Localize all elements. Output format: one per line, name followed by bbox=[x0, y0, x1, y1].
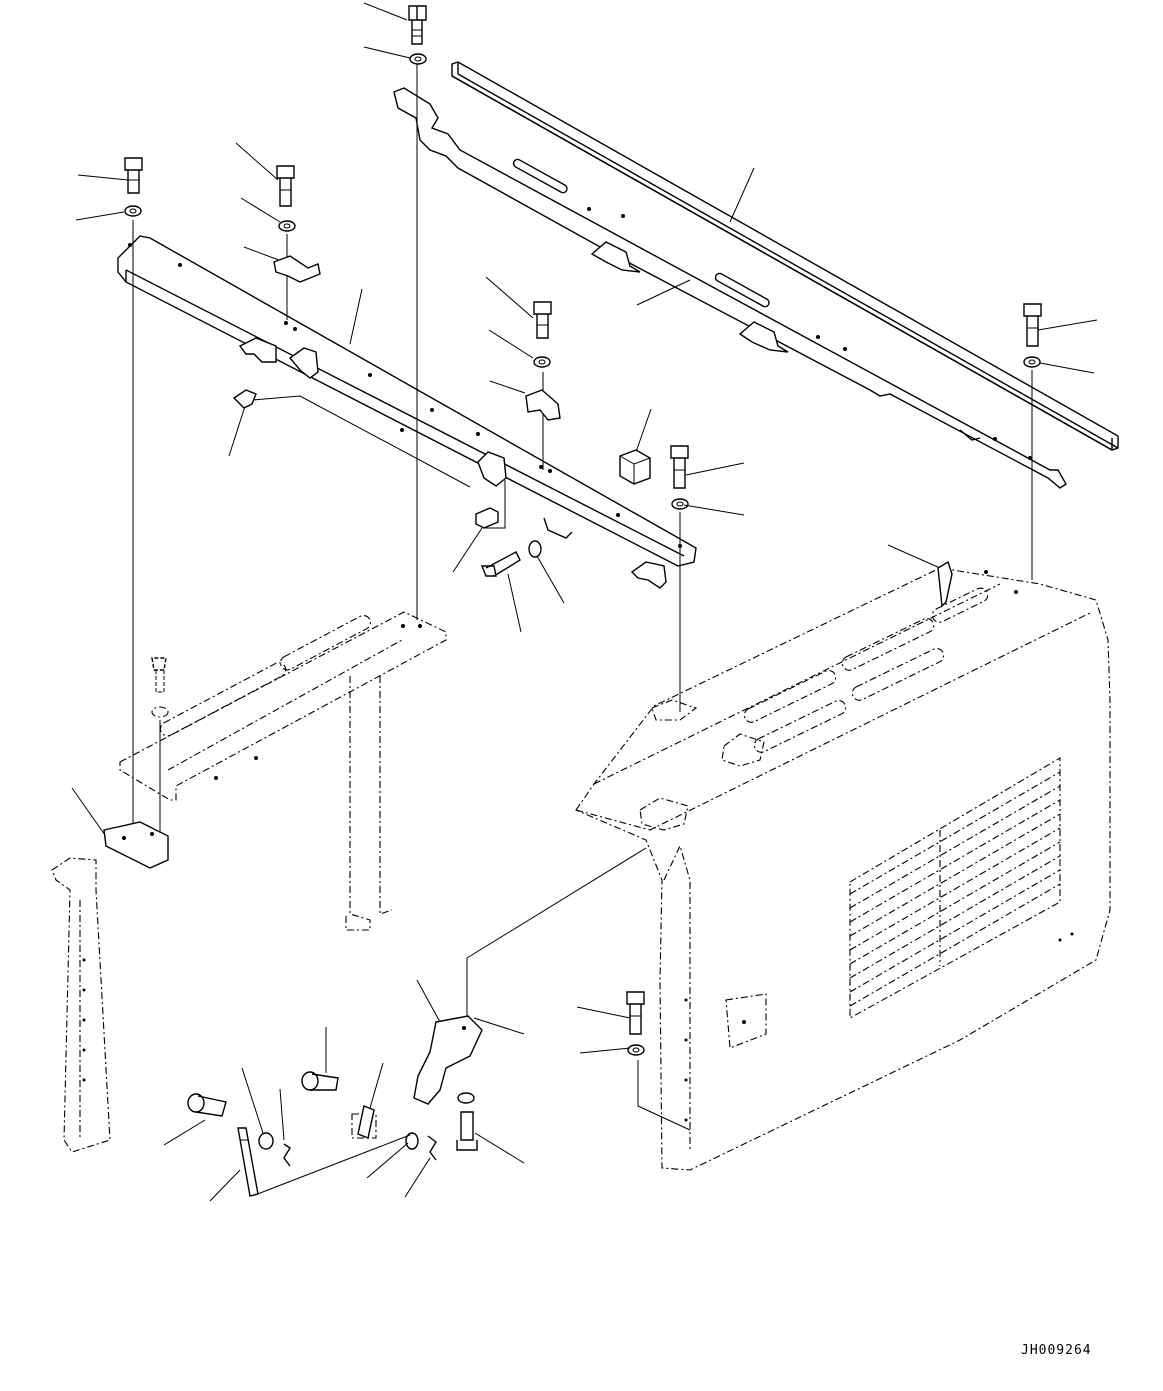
link-plate bbox=[351, 1105, 377, 1139]
cotter-pin-right bbox=[427, 1135, 437, 1161]
bolt-lower-right bbox=[626, 991, 645, 1035]
washer-lower-left bbox=[151, 706, 169, 718]
washer-bracket-left bbox=[278, 220, 296, 232]
bolt-horizontal bbox=[480, 540, 542, 577]
clip-cab-top bbox=[937, 560, 953, 608]
mounting-frame-left bbox=[119, 611, 447, 931]
washer-far-right bbox=[1023, 356, 1041, 368]
washer-mid-right bbox=[671, 498, 689, 510]
bolt-hinge bbox=[456, 1111, 478, 1151]
hinge-bracket-left bbox=[103, 821, 169, 869]
washer-pin bbox=[258, 1132, 274, 1150]
washer-top bbox=[409, 53, 427, 65]
hinge-bracket-lower bbox=[413, 1015, 483, 1105]
bolt-top bbox=[408, 5, 427, 45]
cab-body bbox=[575, 567, 1111, 1171]
bolt-left bbox=[124, 157, 143, 194]
clip-bracket-left bbox=[273, 255, 321, 283]
bolt-bracket-left bbox=[276, 165, 295, 207]
drawing-id-label: JH009264 bbox=[1021, 1343, 1092, 1358]
pin-upper bbox=[301, 1071, 339, 1091]
clip-bracket-center bbox=[525, 389, 561, 421]
bolt-center bbox=[533, 301, 552, 339]
pillar-left bbox=[51, 857, 111, 1153]
seal-strip bbox=[451, 61, 1119, 451]
support-plate-top bbox=[393, 87, 1067, 489]
washer-hinge bbox=[457, 1092, 475, 1104]
leader-lines bbox=[71, 2, 1098, 1202]
washer-link bbox=[405, 1132, 419, 1150]
rubber-block-small bbox=[475, 507, 499, 529]
gas-spring bbox=[237, 1127, 259, 1197]
bolt-mid-right bbox=[670, 445, 689, 489]
washer-center bbox=[533, 356, 551, 368]
cotter-pin-left bbox=[283, 1143, 291, 1167]
pin-lower bbox=[187, 1093, 227, 1117]
cross-beam bbox=[117, 235, 697, 589]
bolt-lower-left bbox=[151, 657, 167, 693]
bolt-far-right bbox=[1023, 303, 1042, 347]
rubber-block-large bbox=[619, 449, 651, 485]
washer-left bbox=[124, 205, 142, 217]
washer-lower-right bbox=[627, 1044, 645, 1056]
assembly-center-lines bbox=[132, 64, 1033, 1196]
clip-small bbox=[232, 389, 257, 409]
